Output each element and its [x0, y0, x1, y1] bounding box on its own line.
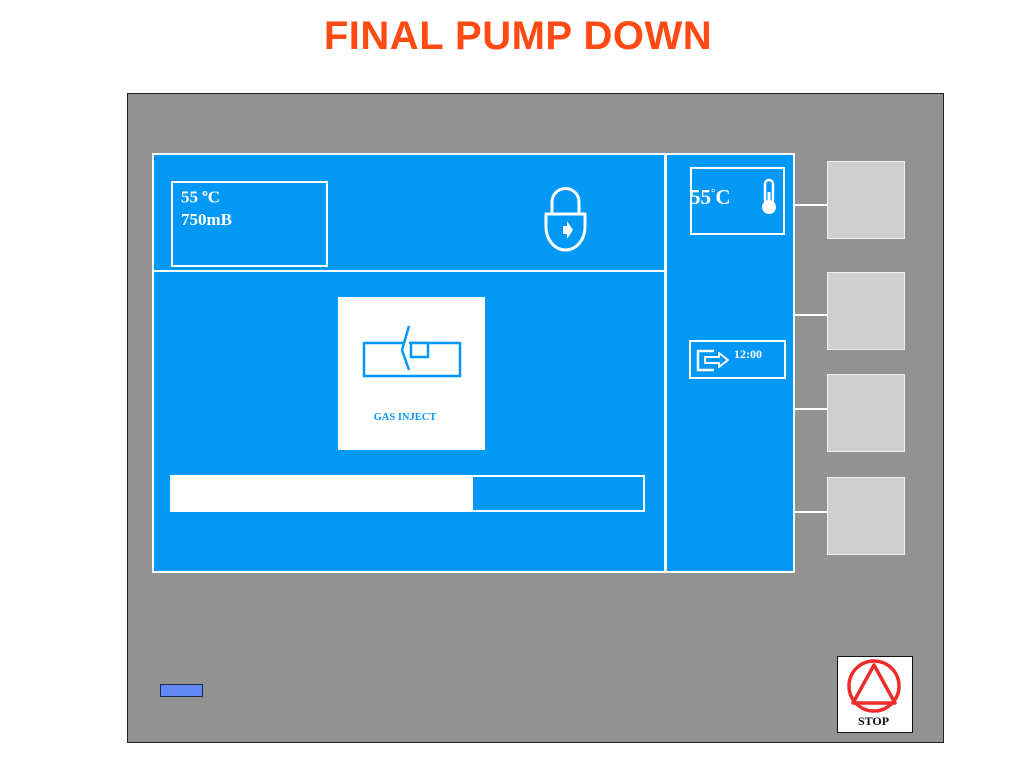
side-soft-button-2[interactable] — [827, 272, 905, 350]
status-divider — [152, 270, 666, 272]
padlock-icon[interactable] — [538, 182, 593, 259]
side-degree-symbol: ° — [711, 187, 716, 199]
chamber-pressure: 750mB — [181, 210, 232, 229]
connector-line — [793, 314, 827, 316]
side-temperature-unit: C — [715, 185, 731, 209]
pump-down-progress-bar — [170, 475, 645, 512]
stop-label: STOP — [857, 714, 890, 728]
side-temperature-readout — [690, 167, 785, 235]
thermometer-icon — [758, 178, 780, 221]
gas-inject-label: GAS INJECT — [373, 412, 437, 423]
temperature-unit: C — [207, 187, 221, 207]
progress-fill — [172, 477, 474, 510]
side-temperature: 55°C — [690, 185, 731, 210]
side-temperature-number: 55 — [690, 185, 711, 209]
temperature-number: 55 — [181, 187, 198, 207]
degree-symbol: o — [202, 187, 208, 199]
timer-readout — [689, 340, 786, 379]
side-soft-button-3[interactable] — [827, 374, 905, 452]
connector-line — [793, 511, 827, 513]
side-soft-button-4[interactable] — [827, 477, 905, 555]
status-indicator-light — [160, 684, 203, 697]
connector-line — [793, 204, 827, 206]
page-title: FINAL PUMP DOWN — [323, 14, 713, 58]
side-display-screen — [665, 153, 795, 573]
countdown-timer: 12:00 — [734, 347, 762, 361]
stop-triangle-icon — [845, 659, 903, 722]
side-soft-button-1[interactable] — [827, 161, 905, 239]
temperature-pressure-readout — [171, 181, 328, 267]
chamber-temperature: 55 oC — [181, 187, 220, 208]
connector-line — [793, 408, 827, 410]
exit-arrow-icon — [694, 346, 734, 379]
gas-inject-icon — [359, 322, 465, 385]
